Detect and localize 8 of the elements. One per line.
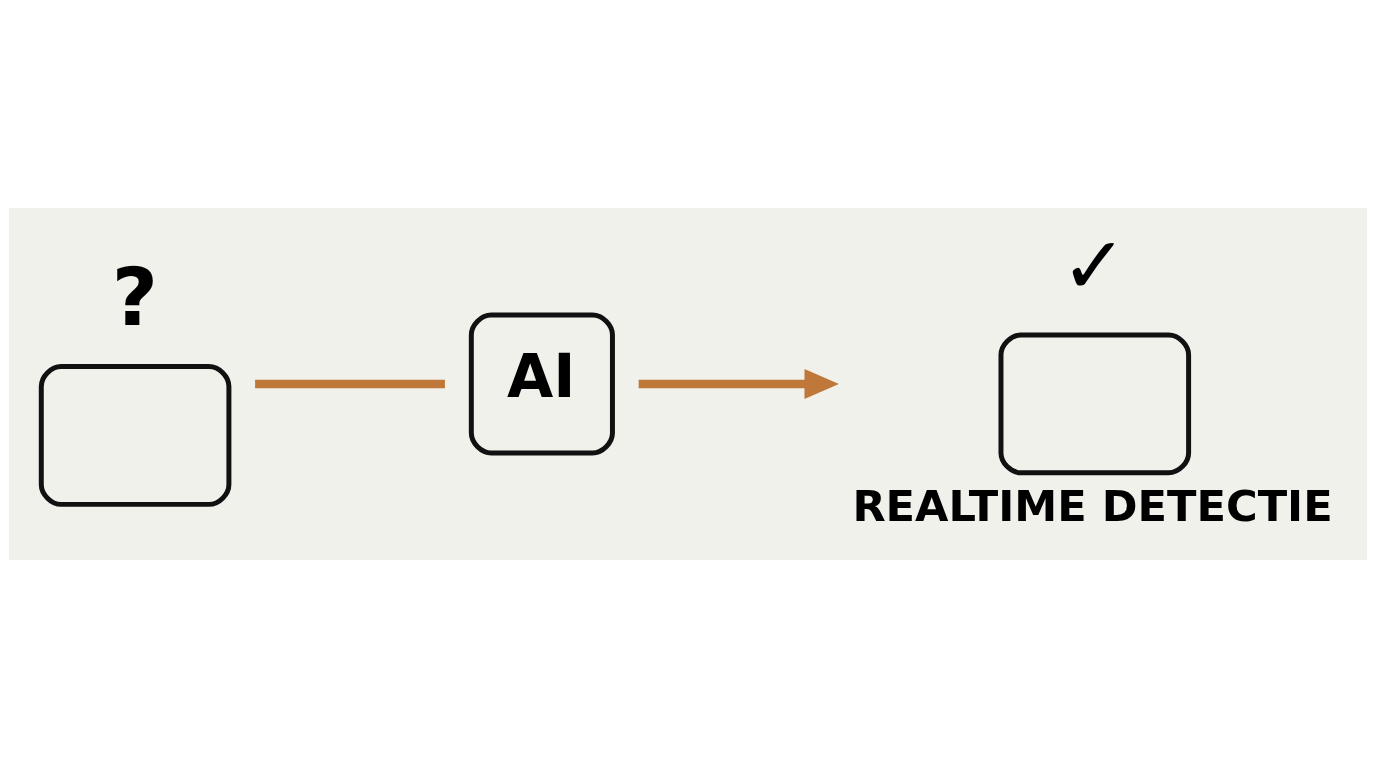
connector (255, 379, 445, 389)
node-label: ? (111, 250, 159, 344)
node-box: AI (468, 312, 615, 456)
arrow (638, 368, 839, 400)
node-label: REALTIME DETECTIE (852, 481, 1333, 532)
node-label: ✓ (1060, 219, 1128, 313)
node-box (38, 364, 232, 507)
node-box (998, 332, 1192, 476)
